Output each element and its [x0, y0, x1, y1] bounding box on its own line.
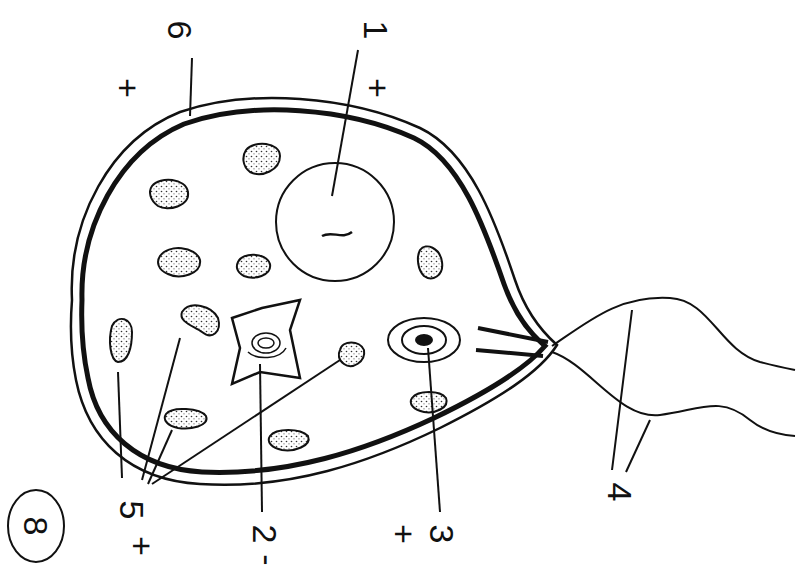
callout-number: 6 [163, 21, 197, 40]
reservoir-line [476, 350, 543, 356]
cell-membrane [82, 110, 545, 472]
eyespot [388, 318, 460, 362]
sign-mark: - [251, 554, 285, 565]
flagellum [552, 298, 795, 370]
callout-number: 2 [248, 525, 282, 544]
sign-mark: + [361, 78, 395, 98]
pyrenoid [232, 300, 300, 384]
callout-number: 3 [425, 525, 459, 544]
pyrenoid-whorl [258, 338, 274, 348]
flagellum [552, 352, 795, 436]
callout-number: 5 [115, 501, 149, 520]
leader-lines [118, 50, 650, 512]
pyrenoid-whorl [248, 348, 286, 358]
nucleolus-mark [322, 232, 352, 236]
reservoir-line [478, 328, 548, 342]
eyespot [402, 326, 446, 354]
sign-mark: + [125, 536, 159, 556]
circled-number: 8 [6, 488, 66, 564]
sign-mark: + [387, 524, 421, 544]
callout-number: 1 [359, 21, 393, 40]
plastids [110, 144, 447, 451]
eyespot [415, 334, 433, 346]
cell-wall [71, 98, 557, 485]
callout-number: 4 [603, 483, 637, 502]
callout-number: 8 [19, 517, 53, 536]
pyrenoid-whorl [252, 333, 280, 353]
sign-mark: + [111, 78, 145, 98]
